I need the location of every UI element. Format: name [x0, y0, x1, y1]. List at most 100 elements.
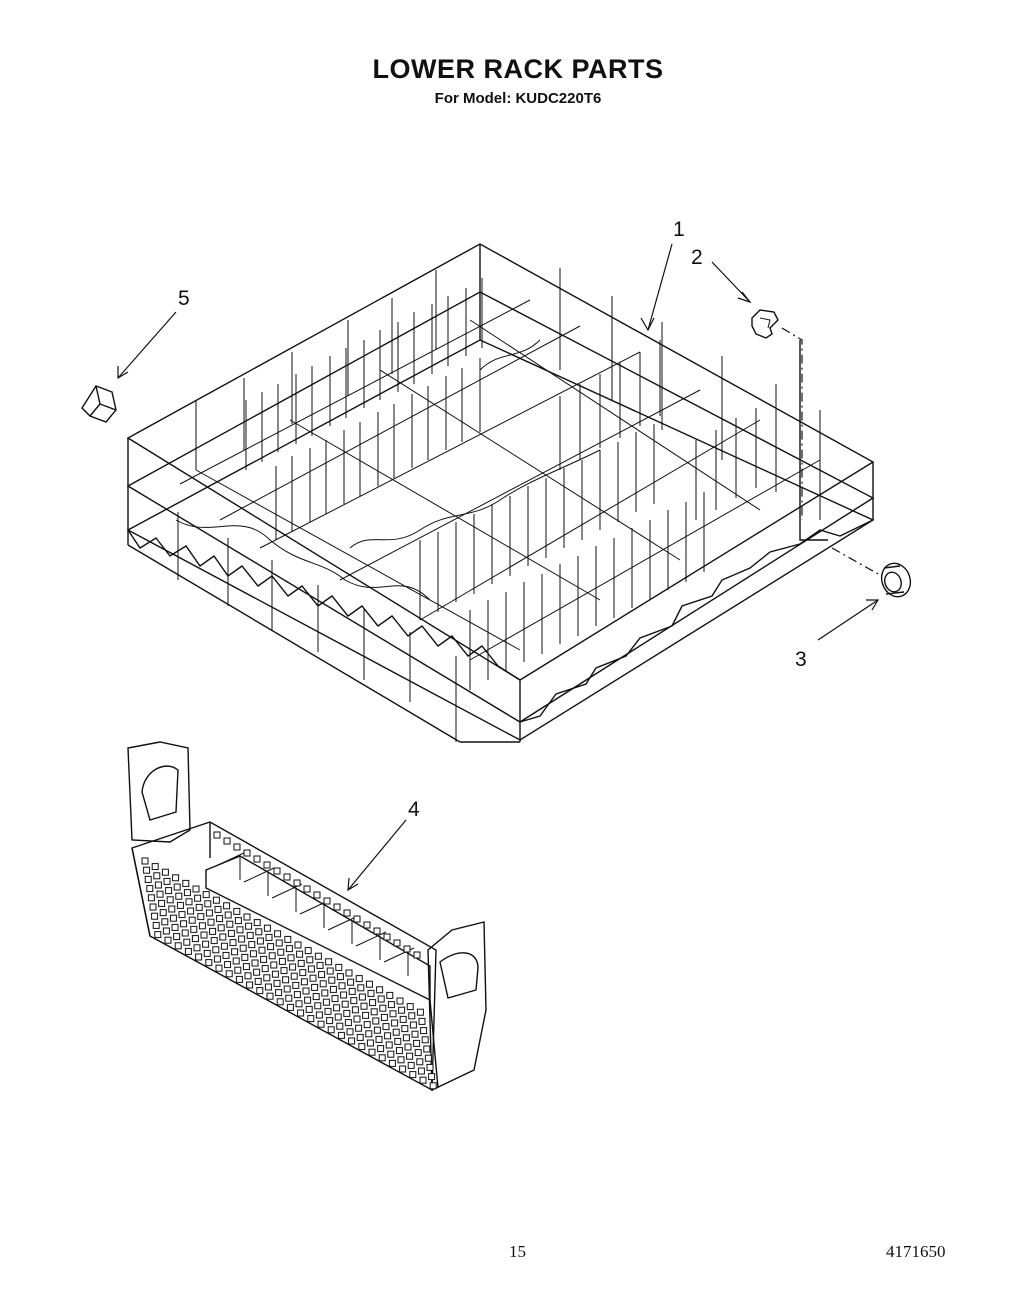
basket-hole: [295, 1000, 303, 1008]
basket-hole: [274, 930, 282, 938]
basket-hole: [337, 1031, 345, 1039]
basket-hole: [324, 1007, 332, 1015]
basket-hole: [287, 954, 295, 962]
basket-hole: [263, 924, 271, 932]
basket-hole: [222, 951, 230, 959]
rack-wheel-drawing: [831, 547, 912, 598]
basket-hole: [147, 894, 155, 902]
basket-hole: [328, 976, 336, 984]
basket-hole: [146, 885, 154, 893]
basket-hole: [392, 1028, 400, 1036]
basket-hole: [224, 911, 232, 919]
basket-hole: [348, 1037, 356, 1045]
basket-hole: [406, 1052, 414, 1060]
basket-hole: [396, 997, 404, 1005]
basket-hole: [256, 937, 264, 945]
basket-hole: [311, 983, 319, 991]
basket-hole: [248, 941, 256, 949]
basket-hole: [387, 1001, 395, 1009]
basket-hole: [416, 1058, 424, 1066]
basket-hole: [235, 975, 243, 983]
basket-hole: [402, 1034, 410, 1042]
basket-hole: [243, 913, 251, 921]
basket-hole: [429, 1082, 437, 1090]
basket-hole: [334, 1013, 342, 1021]
basket-hole: [321, 989, 329, 997]
basket-hole: [270, 961, 278, 969]
basket-hole: [428, 1073, 436, 1081]
basket-hole: [391, 1019, 399, 1027]
basket-hole: [404, 1043, 412, 1051]
basket-hole: [159, 909, 167, 917]
basket-hole: [351, 1006, 359, 1014]
basket-hole: [220, 942, 228, 950]
basket-hole: [366, 1039, 374, 1047]
basket-hole: [212, 896, 220, 904]
basket-hole: [417, 1067, 425, 1075]
basket-hole: [234, 917, 242, 925]
basket-hole: [193, 944, 201, 952]
basket-hole: [363, 1021, 371, 1029]
basket-hole: [267, 943, 275, 951]
basket-hole: [409, 1071, 417, 1079]
basket-hole: [285, 945, 293, 953]
basket-hole: [178, 911, 186, 919]
basket-hole: [350, 997, 358, 1005]
basket-hole: [338, 982, 346, 990]
basket-hole: [340, 991, 348, 999]
basket-hole: [225, 970, 233, 978]
basket-hole: [322, 998, 330, 1006]
basket-hole: [276, 998, 284, 1006]
basket-hole: [256, 987, 264, 995]
basket-hole: [171, 923, 179, 931]
basket-hole: [424, 1054, 432, 1062]
callout-5: 5: [178, 287, 190, 310]
basket-hole: [192, 885, 200, 893]
basket-hole: [420, 1027, 428, 1035]
leader-lines: [117, 243, 880, 892]
basket-hole: [190, 925, 198, 933]
basket-hole: [365, 1030, 373, 1038]
basket-hole: [251, 959, 259, 967]
basket-hole: [418, 1017, 426, 1025]
basket-hole: [266, 992, 274, 1000]
basket-hole: [304, 947, 312, 955]
basket-hole: [358, 993, 366, 1001]
basket-hole: [325, 958, 333, 966]
basket-hole: [172, 874, 180, 882]
basket-hole: [380, 1013, 388, 1021]
basket-hole: [284, 935, 292, 943]
basket-hole: [223, 902, 231, 910]
basket-hole: [406, 1003, 414, 1011]
basket-hole: [307, 965, 315, 973]
silverware-basket-drawing: [127, 741, 487, 1092]
basket-hole: [290, 972, 298, 980]
basket-hole: [188, 916, 196, 924]
basket-hole: [280, 967, 288, 975]
basket-hole: [419, 1076, 427, 1084]
basket-hole: [175, 892, 183, 900]
basket-hole: [309, 974, 317, 982]
basket-hole: [217, 924, 225, 932]
basket-hole: [407, 1061, 415, 1069]
basket-hole: [413, 1039, 421, 1047]
basket-hole: [242, 963, 250, 971]
basket-hole: [389, 1010, 397, 1018]
basket-hole: [265, 933, 273, 941]
basket-hole: [387, 1050, 395, 1058]
basket-hole: [331, 995, 339, 1003]
basket-hole: [165, 887, 173, 895]
basket-hole: [316, 961, 324, 969]
basket-hole: [336, 1022, 344, 1030]
basket-hole: [296, 950, 304, 958]
basket-hole: [194, 894, 202, 902]
basket-hole: [335, 963, 343, 971]
basket-hole: [286, 1003, 294, 1011]
basket-hole: [203, 949, 211, 957]
basket-hole: [283, 985, 291, 993]
basket-hole: [197, 913, 205, 921]
basket-hole: [198, 922, 206, 930]
basket-hole: [209, 927, 217, 935]
basket-hole: [376, 986, 384, 994]
basket-hole: [355, 1024, 363, 1032]
